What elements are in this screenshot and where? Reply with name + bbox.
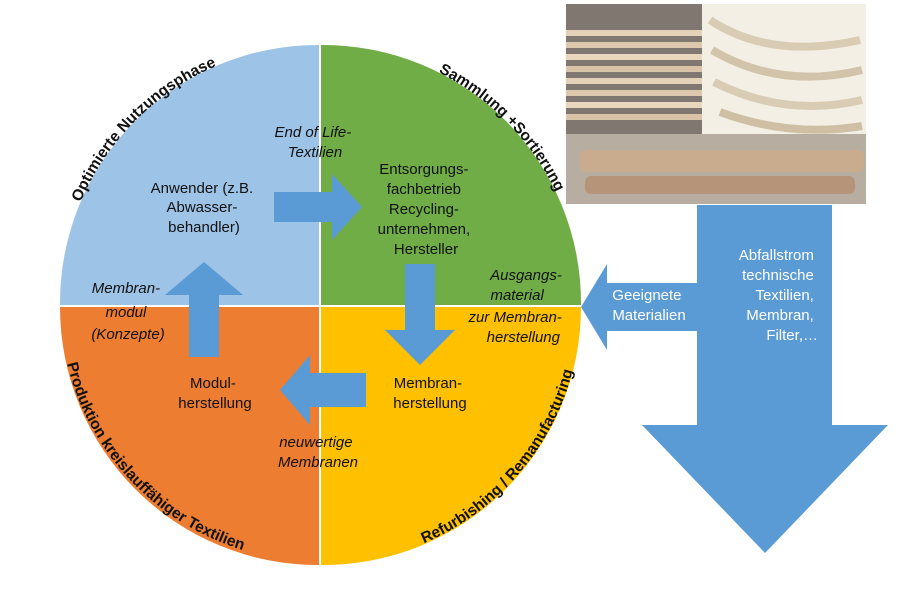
flow-label-neuwertige: neuwertige Membranen <box>278 434 358 471</box>
arrow-membrane-to-module <box>280 355 366 425</box>
textile-photo <box>566 4 866 204</box>
quadrant-top-left <box>59 44 319 305</box>
arrow-user-to-collection <box>274 174 362 240</box>
node-entsorgung: Entsorgungs- fachbetrieb Recycling- unte… <box>378 161 475 258</box>
lifecycle-circle <box>59 44 582 566</box>
waste-stream-arrow <box>642 205 888 553</box>
materials-arrow <box>581 264 703 350</box>
waste-stream-label: Abfallstrom technische Textilien, Membra… <box>739 247 818 344</box>
node-modulherstellung: Modul- herstellung <box>178 375 251 412</box>
flow-label-end-of-life: End of Life- Textilien <box>275 124 356 161</box>
materials-label: Geeignete Materialien <box>612 287 685 324</box>
quadrant-bottom-left <box>60 307 319 566</box>
node-anwender: Anwender (z.B. Abwasser- behandler) <box>151 180 258 236</box>
quadrant-top-right <box>321 44 582 305</box>
arrow-collection-to-membrane <box>385 264 455 365</box>
arrow-module-to-user <box>165 262 243 357</box>
flow-label-membranmodul: Membran- modul (Konzepte) <box>91 280 164 343</box>
quadrant-bottom-right <box>321 307 581 566</box>
node-membranherstellung: Membran- herstellung <box>393 375 466 412</box>
flow-label-ausgangsmaterial: Ausgangs- material zur Membran- herstell… <box>467 267 566 346</box>
